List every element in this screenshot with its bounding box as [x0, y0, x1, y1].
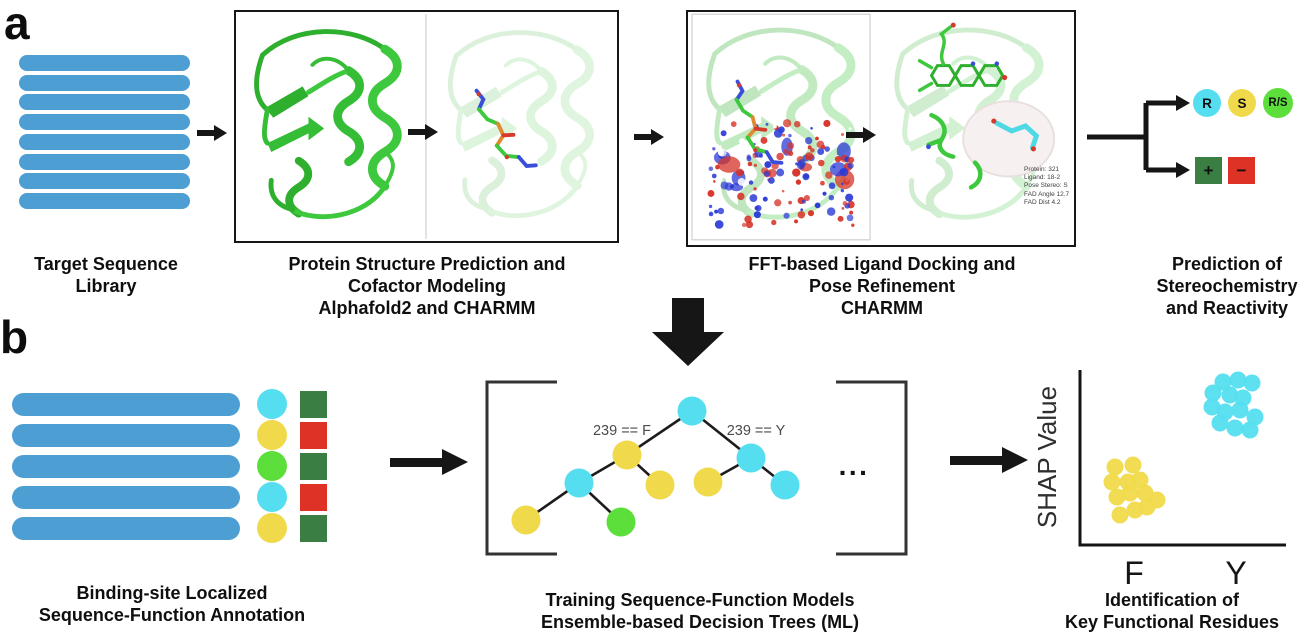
reactivity-chip: − — [1228, 157, 1255, 184]
caption-line: Protein Structure Prediction and — [288, 254, 566, 274]
protein-cartoon-image — [254, 29, 402, 220]
protein-with-cofactor-image — [448, 30, 594, 219]
svg-text:SHAP Value: SHAP Value — [1032, 386, 1062, 528]
caption-line: Ensemble-based Decision Trees (ML) — [540, 612, 860, 632]
sequence-bar — [19, 192, 190, 209]
caption-line: Sequence-Function Annotation — [38, 605, 306, 625]
tree-node-cyan — [564, 468, 594, 498]
panel-b-label: b — [0, 311, 29, 363]
sequence-bar — [19, 74, 190, 91]
annotation-square — [300, 391, 327, 418]
tree-caption: Training Sequence-Function Models Ensemb… — [494, 589, 906, 633]
annotation-circle — [257, 513, 287, 543]
structure-box-caption: Protein Structure Prediction and Cofacto… — [244, 253, 610, 319]
caption-line: Cofactor Modeling — [348, 276, 506, 296]
annotation-square — [300, 484, 327, 511]
sequence-bar — [19, 173, 190, 190]
outcomes-caption: Prediction of Stereochemistry and Reacti… — [1134, 253, 1304, 319]
caption-line: and Reactivity — [1165, 298, 1289, 318]
arrow-right-icon — [197, 125, 227, 141]
svg-text:...: ... — [839, 450, 870, 481]
sequence-bar — [12, 486, 240, 509]
sequence-bar — [12, 424, 240, 447]
caption-line: FFT-based Ligand Docking and — [748, 254, 1016, 274]
tree-node-yellow — [693, 467, 723, 497]
pose-line: Protein: 321 — [1024, 166, 1060, 173]
arrow-right-icon — [950, 447, 1028, 473]
shap-caption: Identification of Key Functional Residue… — [1040, 589, 1304, 633]
tree-node-cyan — [736, 443, 766, 473]
sequence-bar — [19, 55, 190, 71]
annotated-sequence-bars — [12, 393, 240, 541]
pose-line: Ligand: 18-2 — [1024, 174, 1061, 182]
svg-text:F: F — [1124, 555, 1144, 591]
sequence-bar — [12, 393, 240, 416]
annotation-circle — [257, 482, 287, 512]
tree-node-cyan — [677, 396, 707, 426]
caption-line: CHARMM — [841, 298, 923, 318]
stereo-chip: S — [1228, 89, 1256, 117]
decision-tree-diagram: 239 == F 239 == Y... — [485, 380, 908, 556]
branch-arrows-icon — [1087, 95, 1190, 178]
stereo-chip: R — [1193, 89, 1221, 117]
arrow-right-icon — [408, 124, 438, 140]
structure-prediction-box — [234, 10, 619, 243]
docking-box-caption: FFT-based Ligand Docking and Pose Refine… — [694, 253, 1070, 319]
caption-line: Key Functional Residues — [1064, 612, 1280, 632]
caption-line: Binding-site Localized — [76, 583, 268, 603]
sequence-bar — [12, 455, 240, 478]
caption-line: Pose Refinement — [808, 276, 956, 296]
sequence-bar — [19, 114, 190, 131]
refined-pose-image — [894, 22, 1056, 220]
arrow-right-icon — [390, 449, 468, 475]
pose-line: FAD Angle 12.7 — [1024, 190, 1070, 198]
annotation-square — [300, 453, 327, 480]
svg-text:239 == Y: 239 == Y — [727, 423, 786, 439]
sequence-bar — [12, 517, 240, 540]
arrow-right-icon — [846, 127, 876, 143]
arrow-down-icon — [652, 298, 724, 366]
reactivity-chip: + — [1195, 157, 1222, 184]
svg-text:239 == F: 239 == F — [593, 423, 651, 439]
tree-node-yellow — [645, 470, 675, 500]
annotation-circle — [257, 451, 287, 481]
annotation-square — [300, 515, 327, 542]
caption-line: Alphafold2 and CHARMM — [318, 298, 536, 318]
sequence-bar — [19, 133, 190, 150]
tree-node-yellow — [612, 440, 642, 470]
caption-line: Prediction of — [1171, 254, 1282, 274]
pose-line: Pose Stereo: S — [1024, 182, 1068, 190]
caption-line: Library — [75, 276, 137, 296]
target-sequence-library-bars — [19, 55, 190, 227]
svg-text:Y: Y — [1225, 555, 1246, 591]
tree-node-cyan — [770, 470, 800, 500]
ligand-docking-box: Protein: 321 Ligand: 18-2 Pose Stereo: S… — [686, 10, 1076, 247]
caption-line: Stereochemistry — [1156, 276, 1298, 296]
reactivity-outputs: +− — [1195, 157, 1265, 184]
docking-grid-image — [691, 13, 871, 241]
caption-line: Identification of — [1105, 590, 1239, 610]
annotation-circle — [257, 389, 287, 419]
pose-line: FAD Dist 4.2 — [1024, 198, 1061, 206]
sequence-bar — [19, 153, 190, 170]
caption-line: Training Sequence-Function Models — [545, 590, 855, 610]
stereo-chip: R/S — [1263, 88, 1293, 118]
pose-annotation: Protein: 321 Ligand: 18-2 Pose Stereo: S… — [1024, 166, 1082, 207]
sequence-bar — [19, 94, 190, 111]
tree-node-green — [606, 507, 636, 537]
target-library-caption: Target Sequence Library — [8, 253, 204, 297]
annotation-square — [300, 422, 327, 449]
annotation-caption: Binding-site Localized Sequence-Function… — [0, 582, 344, 626]
annotation-circle — [257, 420, 287, 450]
caption-line: Target Sequence — [34, 254, 178, 274]
arrow-right-icon — [634, 129, 664, 145]
panel-a-label: a — [4, 0, 30, 49]
tree-node-yellow — [511, 505, 541, 535]
annotation-chips — [257, 389, 329, 543]
